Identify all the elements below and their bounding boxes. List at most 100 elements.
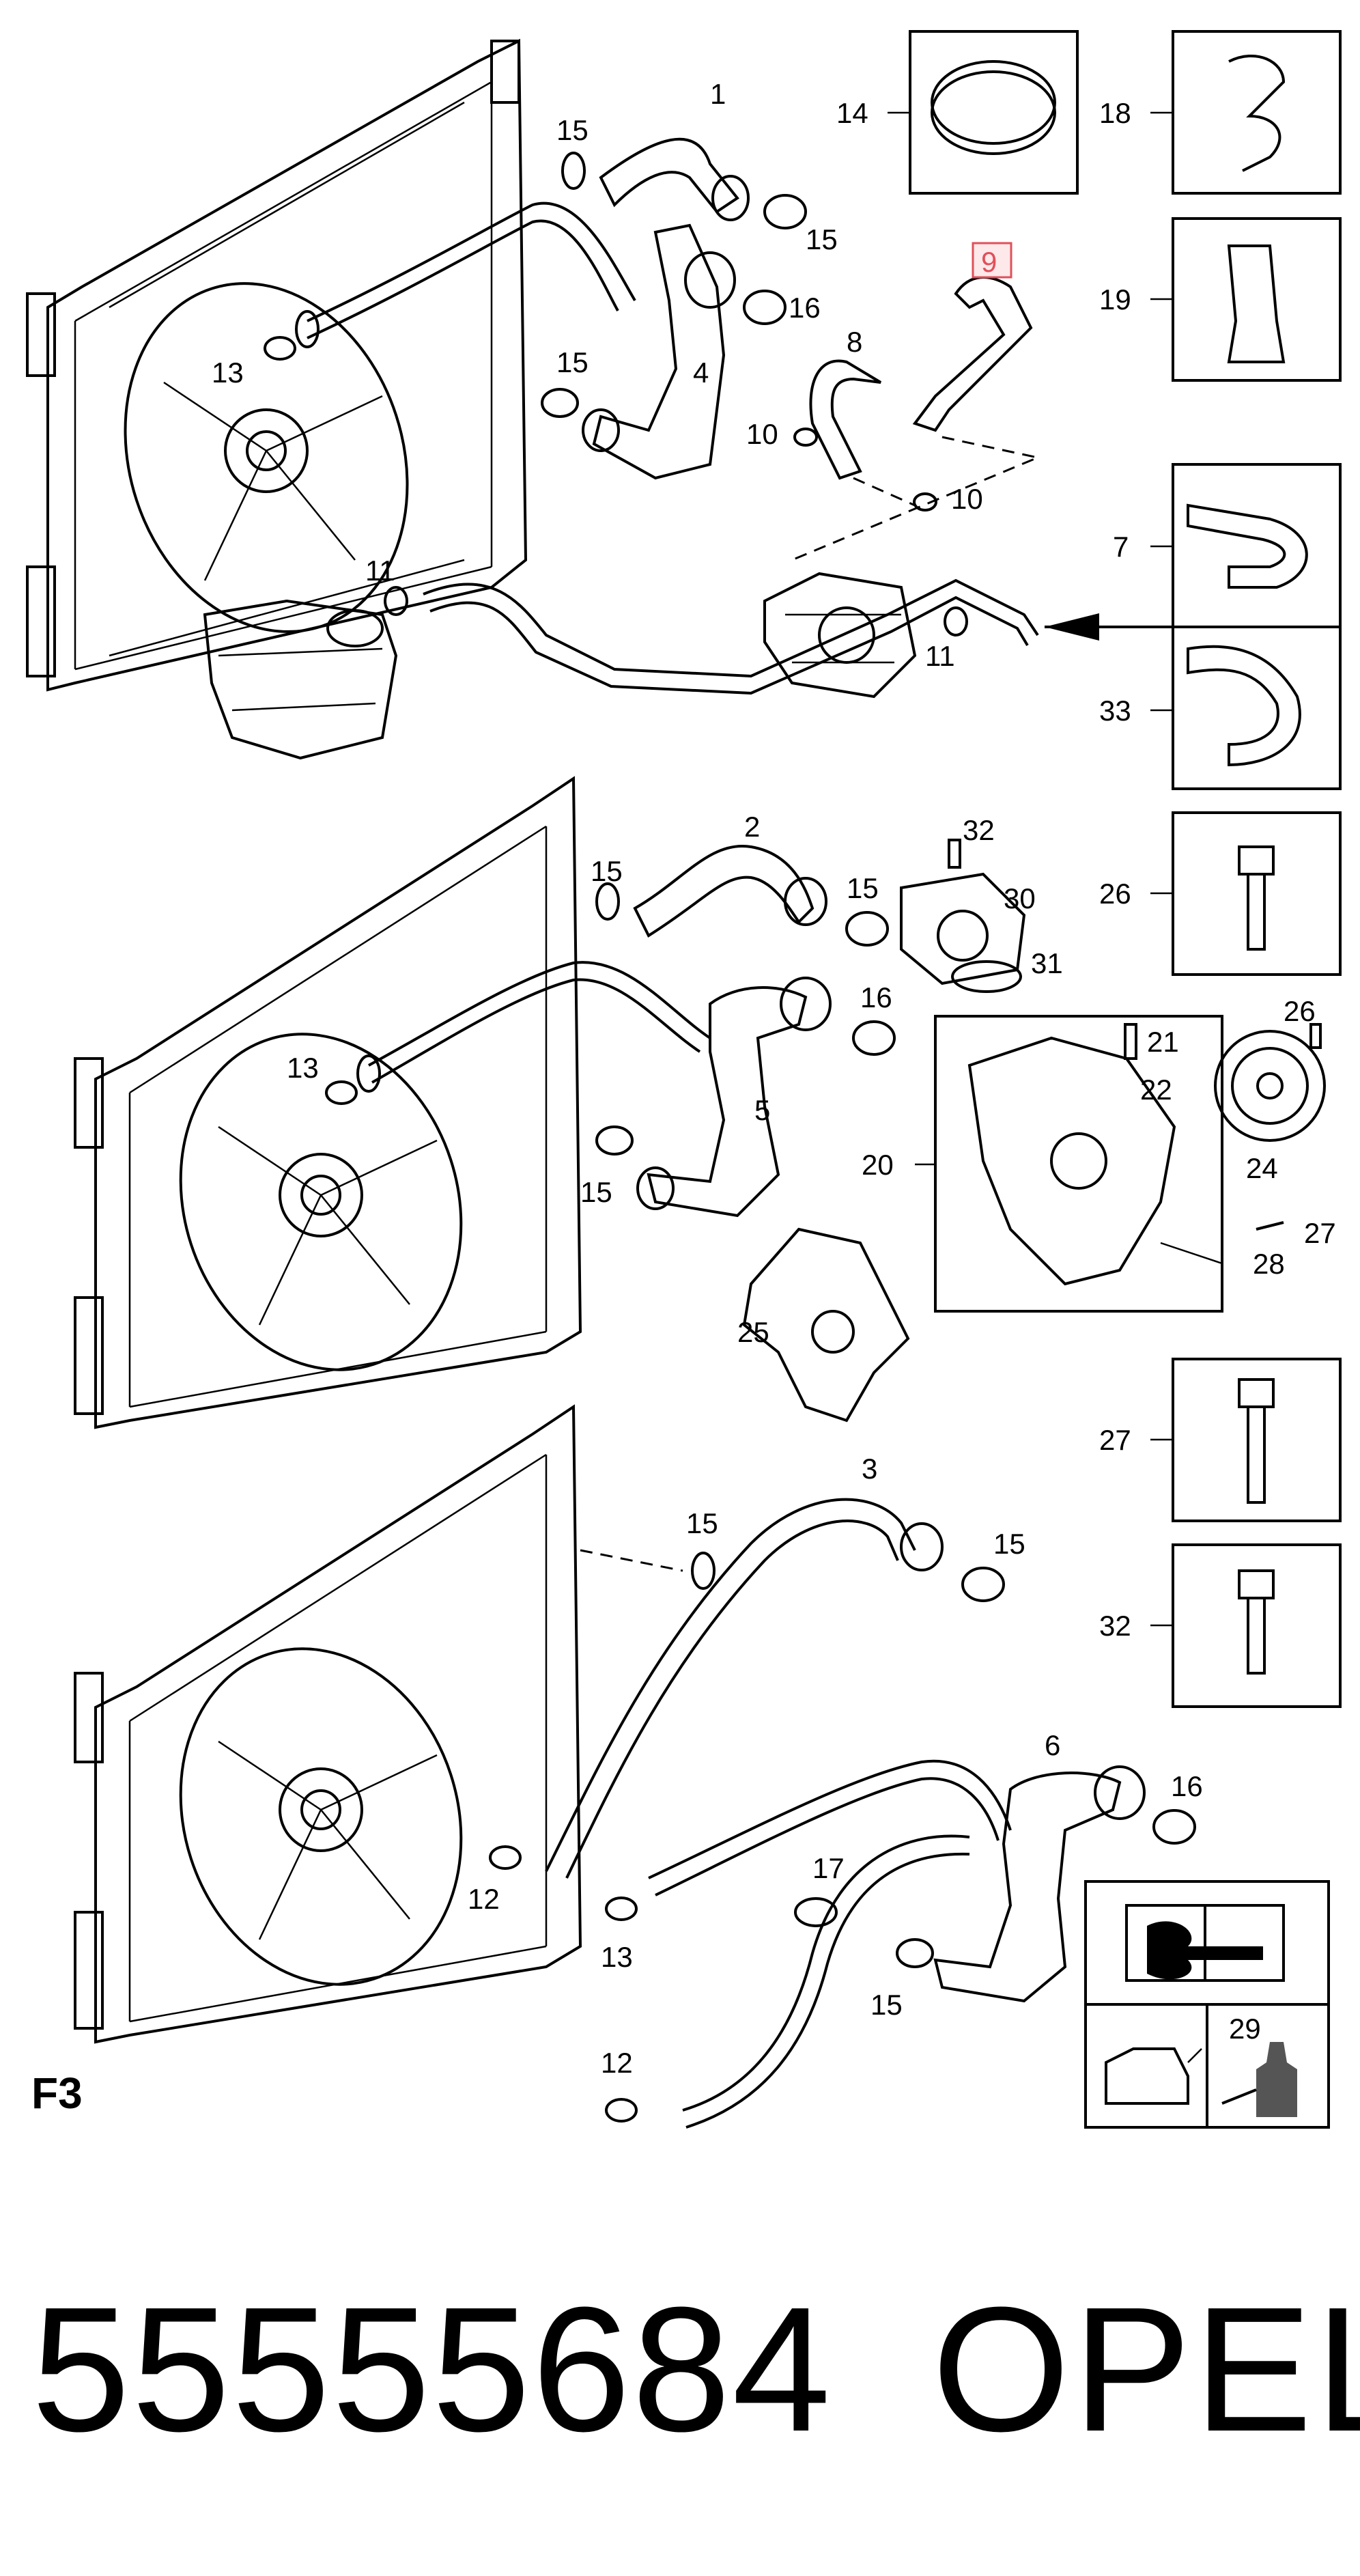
clamp-15-b	[763, 194, 807, 229]
callout-10-b: 10	[951, 483, 983, 515]
callout-15-h: 15	[993, 1528, 1025, 1560]
hose-11	[423, 578, 1039, 695]
callout-11-a: 11	[365, 555, 395, 587]
sheet-code: F3	[31, 2069, 83, 2118]
sensor-21	[1124, 1023, 1137, 1060]
callout-15-d: 15	[591, 855, 623, 887]
callout-26-a: 26	[1099, 878, 1131, 910]
callout-12-b: 12	[601, 2047, 633, 2079]
callout-13-a: 13	[212, 356, 244, 389]
callout-28: 28	[1253, 1248, 1285, 1280]
pulley-24	[1214, 1030, 1326, 1142]
clamp-15-d	[595, 882, 620, 921]
clamp-15-e	[845, 911, 889, 947]
hose-9	[912, 276, 1033, 432]
callout-5: 5	[754, 1094, 770, 1126]
clamp-16-b	[852, 1020, 896, 1056]
callout-10-a: 10	[746, 418, 778, 450]
callout-22: 22	[1140, 1074, 1172, 1106]
radiator-assembly-1	[26, 38, 528, 692]
oil-can-icon	[1105, 2047, 1202, 2105]
clamp-15-f	[595, 1125, 634, 1156]
clamp-10-a	[793, 428, 818, 447]
gasket-25	[742, 1227, 910, 1423]
bolt-32-small	[948, 839, 961, 869]
callout-9: 9	[981, 246, 997, 278]
gasket-31	[951, 960, 1022, 993]
detail-box-26	[1150, 811, 1342, 976]
clamp-15-h	[961, 1567, 1005, 1602]
callout-20: 20	[862, 1149, 894, 1181]
callout-16-b: 16	[860, 981, 892, 1013]
detail-box-32	[1150, 1543, 1342, 1708]
pipe-lower	[648, 1759, 1012, 2129]
clamp-15-a	[561, 152, 586, 190]
radiator-assembly-2	[74, 776, 582, 1429]
bypass-pipe-1	[295, 201, 636, 348]
callout-31: 31	[1031, 947, 1063, 979]
highlight-box-9	[972, 242, 1012, 279]
callout-25: 25	[737, 1316, 769, 1348]
callout-26-b: 26	[1284, 995, 1316, 1027]
hose-5	[636, 977, 832, 1218]
callout-19: 19	[1099, 283, 1131, 316]
clamp-13-c	[605, 1896, 638, 1921]
detail-box-19	[1150, 217, 1342, 382]
clamp-13-b	[325, 1080, 358, 1105]
callout-17: 17	[812, 1852, 845, 1884]
workshop-manual-icon	[1125, 1904, 1285, 1982]
callout-15-e: 15	[847, 872, 879, 904]
callout-33: 33	[1099, 695, 1131, 727]
bypass-pipe-2	[356, 961, 711, 1093]
detail-box-14	[888, 30, 1079, 195]
clamp-11-b	[944, 606, 968, 636]
callout-15-b: 15	[806, 223, 838, 255]
hose-2	[633, 844, 827, 938]
callout-18: 18	[1099, 97, 1131, 129]
detail-box-7-33	[1045, 463, 1342, 790]
callout-7: 7	[1113, 531, 1129, 563]
hose-8	[809, 359, 882, 480]
clamp-17	[794, 1897, 838, 1927]
callout-32-b: 32	[1099, 1610, 1131, 1642]
clamp-15-c	[541, 388, 579, 418]
callout-15-c: 15	[556, 346, 589, 378]
clamp-15-g	[691, 1552, 716, 1590]
expansion-tank	[203, 599, 398, 760]
bolt-26-small	[1309, 1023, 1322, 1049]
callout-16-a: 16	[789, 292, 821, 324]
service-icons-box	[1084, 1880, 1330, 2129]
hose-1	[599, 137, 750, 221]
callout-labels: 1 15 15 16 13 15 4 8 9 10 10 11 11 14 18…	[212, 78, 1336, 2079]
callout-13-c: 13	[601, 1941, 633, 1973]
callout-15-a: 15	[556, 114, 589, 146]
thermostat-housing-upper	[763, 572, 917, 699]
callout-11-b: 11	[925, 640, 955, 672]
clamp-16-a	[743, 290, 787, 325]
callout-29: 29	[1229, 2013, 1261, 2045]
clamp-11-a	[384, 586, 408, 616]
callout-3: 3	[862, 1453, 877, 1485]
callout-2: 2	[744, 811, 760, 843]
callout-15-f: 15	[580, 1176, 612, 1208]
callout-24: 24	[1246, 1152, 1278, 1184]
callout-1: 1	[710, 78, 726, 110]
callout-27-b: 27	[1099, 1424, 1131, 1456]
callout-6: 6	[1045, 1729, 1060, 1761]
hose-6	[933, 1765, 1146, 2003]
detail-box-18	[1150, 30, 1342, 195]
clamp-12-b	[605, 2098, 638, 2123]
sealant-bottle-icon	[1221, 2042, 1297, 2117]
callout-32-a: 32	[963, 814, 995, 846]
clamp-13-a	[264, 336, 296, 361]
detail-box-27	[1150, 1358, 1342, 1522]
callout-4: 4	[693, 356, 709, 389]
clamp-15-i	[896, 1938, 934, 1968]
callout-12-a: 12	[468, 1883, 500, 1915]
callout-16-c: 16	[1171, 1770, 1203, 1802]
clamp-12-a	[489, 1845, 522, 1870]
hose-4	[582, 223, 736, 480]
bolt-27-small	[1256, 1221, 1284, 1231]
